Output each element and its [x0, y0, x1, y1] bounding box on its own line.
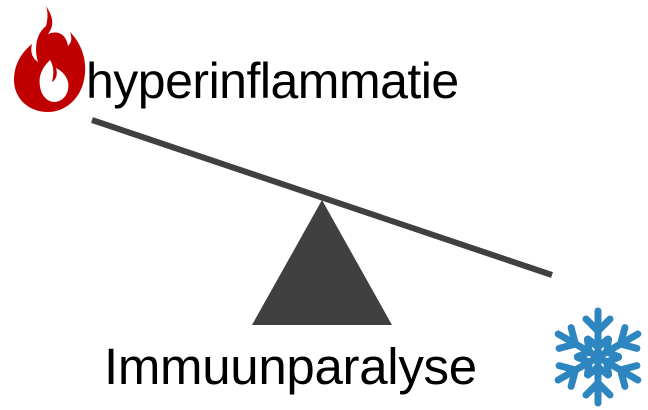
fulcrum-triangle [252, 200, 392, 325]
snowflake-icon [554, 307, 642, 407]
hyperinflammation-label: hyperinflammatie [86, 53, 459, 109]
flame-icon [14, 6, 86, 112]
seesaw-beam [91, 117, 553, 278]
immunoparalysis-label: Immuunparalyse [104, 338, 477, 395]
